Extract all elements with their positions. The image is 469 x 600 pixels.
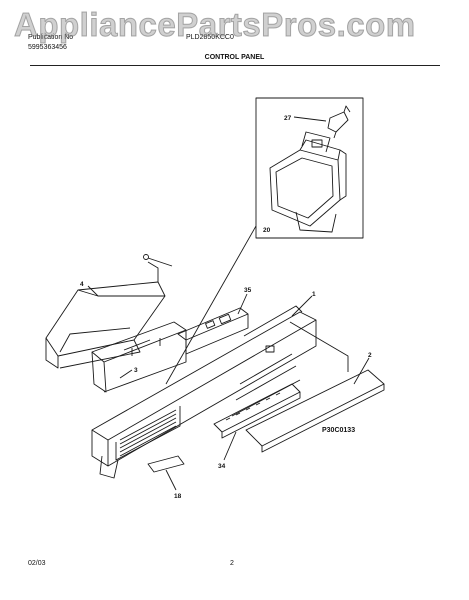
footer-page-number: 2 — [230, 560, 234, 567]
part-1-shape — [91, 305, 349, 479]
callout-27: 27 — [284, 115, 292, 122]
part-2-shape — [245, 369, 385, 453]
callout-20: 20 — [263, 227, 271, 234]
callout-18: 18 — [174, 493, 182, 500]
part-34-shape — [213, 383, 301, 439]
leader-4 — [87, 285, 99, 297]
callout-1: 1 — [312, 291, 316, 298]
screw-shape — [143, 254, 173, 267]
section-title: CONTROL PANEL — [204, 54, 265, 61]
leader-1 — [291, 295, 313, 317]
panel-vents — [119, 409, 177, 457]
callout-3: 3 — [134, 367, 138, 374]
callout-4: 4 — [80, 281, 84, 288]
inset-box — [255, 97, 364, 239]
leader-18 — [165, 469, 177, 491]
leader-34 — [223, 431, 237, 461]
leader-3 — [119, 369, 133, 379]
callout-35: 35 — [244, 287, 252, 294]
publication-number: 5995363456 — [28, 44, 67, 51]
callout-2: 2 — [368, 352, 372, 359]
model-number: PLD2850KCC0 — [186, 34, 234, 41]
part-4-shape — [45, 261, 166, 369]
figure-code: P30C0133 — [322, 427, 356, 434]
part-20-shape — [269, 131, 347, 233]
part-18-shape — [147, 455, 185, 473]
leader-27 — [293, 116, 327, 122]
footer-date: 02/03 — [28, 560, 46, 567]
part-27-shape — [327, 105, 351, 139]
leader-2 — [353, 357, 370, 385]
leader-35 — [237, 293, 248, 315]
publication-label: Publication No — [28, 34, 74, 41]
inset-leader-line — [165, 225, 257, 385]
part-35-shape — [177, 307, 249, 355]
callout-34: 34 — [218, 463, 226, 470]
watermark: AppliancePartsPros.com — [14, 6, 416, 44]
header-rule — [30, 65, 440, 66]
